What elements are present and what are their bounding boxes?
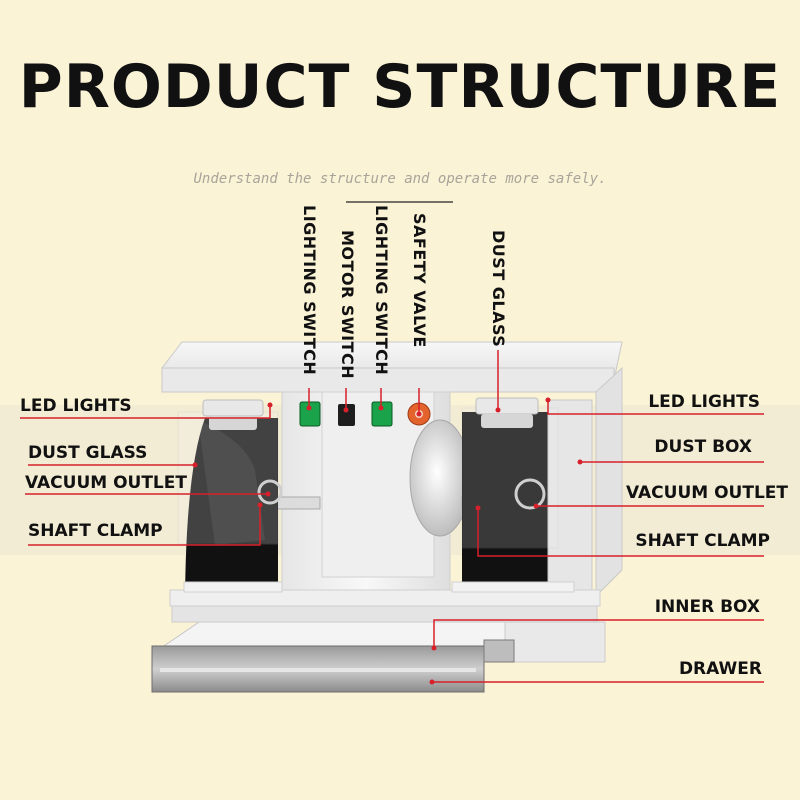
motor-switch-icon bbox=[338, 404, 355, 426]
label-right-shaft-clamp: SHAFT CLAMP bbox=[635, 531, 770, 551]
right-casing bbox=[595, 366, 623, 598]
left-vacuum-outlet-icon bbox=[257, 479, 283, 505]
leader-right-led-lights bbox=[547, 400, 764, 415]
leader-left-shaft-clamp bbox=[28, 505, 261, 546]
label-drawer: DRAWER bbox=[678, 659, 762, 679]
label-safety-valve: SAFETY VALVE bbox=[410, 213, 429, 348]
page-title: PRODUCT STRUCTURE bbox=[18, 52, 782, 122]
label-dust-glass-top: DUST GLASS bbox=[489, 230, 508, 348]
page-subtitle: Understand the structure and operate mor… bbox=[193, 171, 607, 187]
left-dust-glass bbox=[177, 411, 279, 545]
label-left-shaft-clamp: SHAFT CLAMP bbox=[28, 521, 163, 541]
label-right-dust-box: DUST BOX bbox=[654, 437, 752, 457]
label-inner-box: INNER BOX bbox=[654, 597, 760, 617]
lighting-switch-right-icon bbox=[371, 401, 393, 427]
label-motor-switch: MOTOR SWITCH bbox=[338, 230, 357, 380]
label-left-dust-glass: DUST GLASS bbox=[28, 443, 148, 463]
lighting-switch-left-icon bbox=[299, 401, 321, 427]
leader-left-led-lights bbox=[20, 405, 271, 419]
right-dust-box bbox=[547, 399, 593, 601]
left-chamber bbox=[185, 418, 278, 600]
right-dust-glass bbox=[461, 407, 559, 549]
label-right-vacuum-outlet: VACUUM OUTLET bbox=[626, 483, 788, 503]
drawer-rail bbox=[483, 639, 515, 663]
label-left-vacuum-outlet: VACUUM OUTLET bbox=[25, 473, 187, 493]
right-chamber bbox=[462, 412, 575, 600]
label-right-led-lights: LED LIGHTS bbox=[648, 392, 760, 412]
leader-right-shaft-clamp bbox=[477, 508, 764, 557]
leader-inner-box bbox=[433, 619, 764, 648]
label-left-led-lights: LED LIGHTS bbox=[20, 396, 132, 416]
label-lighting-switch-1: LIGHTING SWITCH bbox=[300, 205, 319, 376]
right-vacuum-outlet-icon bbox=[514, 478, 546, 510]
label-lighting-switch-2: LIGHTING SWITCH bbox=[372, 205, 391, 376]
